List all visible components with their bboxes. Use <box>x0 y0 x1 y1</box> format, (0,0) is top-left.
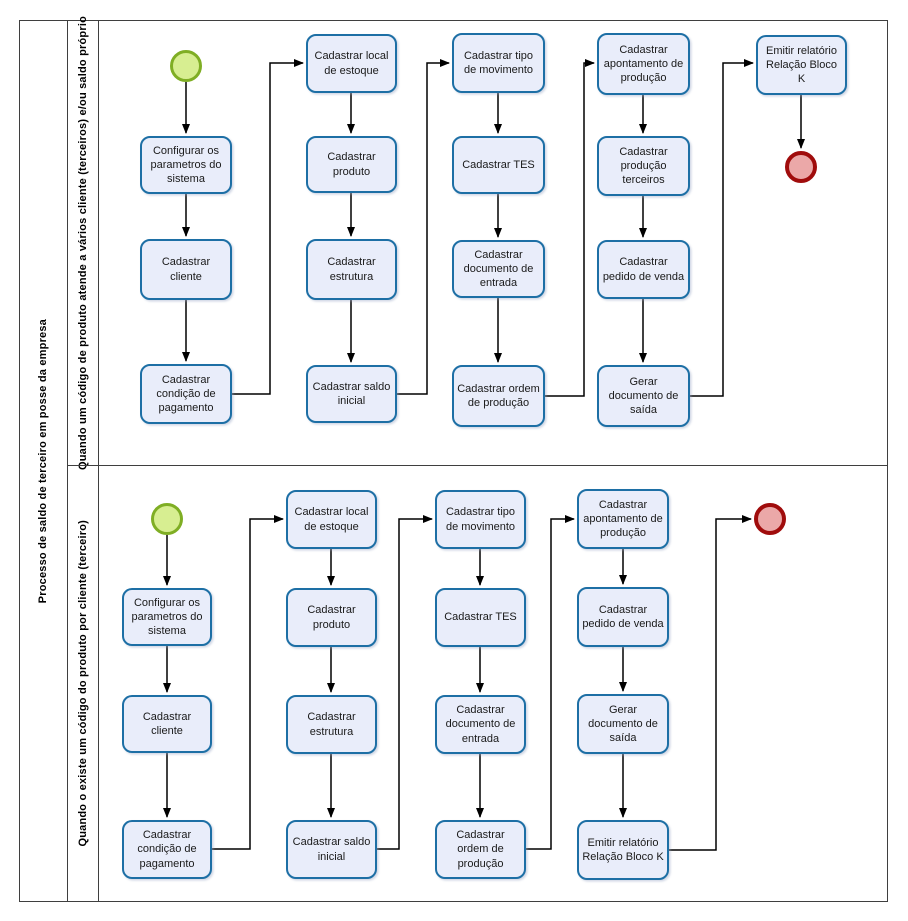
task-cadastrar-tipo-de-movimento: Cadastrar tipo de movimento <box>452 33 545 93</box>
task-cadastrar-pedido-de-venda: Cadastrar pedido de venda <box>577 587 669 647</box>
task-cadastrar-pedido-de-venda: Cadastrar pedido de venda <box>597 240 690 299</box>
task-configurar-os-parametros-do-sistema: Configurar os parametros do sistema <box>140 136 232 194</box>
task-cadastrar-apontamento-de-producao: Cadastrar apontamento de produção <box>577 489 669 549</box>
task-gerar-documento-de-saida: Gerar documento de saída <box>597 365 690 427</box>
task-cadastrar-ordem-de-producao: Cadastrar ordem de produção <box>452 365 545 427</box>
task-cadastrar-local-de-estoque: Cadastrar local de estoque <box>286 490 377 549</box>
task-cadastrar-estrutura: Cadastrar estrutura <box>306 239 397 300</box>
pool-header: Processo de saldo de terceiro em posse d… <box>19 20 68 902</box>
task-cadastrar-tipo-de-movimento: Cadastrar tipo de movimento <box>435 490 526 549</box>
task-emitir-relatorio-relacao-bloco-k: Emitir relatório Relação Bloco K <box>756 35 847 95</box>
task-configurar-os-parametros-do-sistema: Configurar os parametros do sistema <box>122 588 212 646</box>
task-cadastrar-saldo-inicial: Cadastrar saldo inicial <box>286 820 377 879</box>
lane-title-2: Quando o existe um código do produto por… <box>77 520 89 847</box>
lane-header-2: Quando o existe um código do produto por… <box>68 465 99 902</box>
task-cadastrar-tes: Cadastrar TES <box>452 136 545 194</box>
task-cadastrar-cliente: Cadastrar cliente <box>122 695 212 753</box>
task-gerar-documento-de-saida: Gerar documento de saída <box>577 694 669 754</box>
start-event <box>151 503 183 535</box>
end-event <box>754 503 786 535</box>
pool-title: Processo de saldo de terceiro em posse d… <box>37 318 49 604</box>
task-cadastrar-tes: Cadastrar TES <box>435 588 526 647</box>
task-emitir-relatorio-relacao-bloco-k: Emitir relatório Relação Bloco K <box>577 820 669 880</box>
pool-border <box>19 20 888 902</box>
start-event <box>170 50 202 82</box>
task-cadastrar-condicao-de-pagamento: Cadastrar condição de pagamento <box>122 820 212 879</box>
lane-divider <box>68 465 888 466</box>
task-cadastrar-estrutura: Cadastrar estrutura <box>286 695 377 754</box>
task-cadastrar-produto: Cadastrar produto <box>286 588 377 647</box>
task-cadastrar-documento-de-entrada: Cadastrar documento de entrada <box>452 240 545 298</box>
task-cadastrar-cliente: Cadastrar cliente <box>140 239 232 300</box>
task-cadastrar-local-de-estoque: Cadastrar local de estoque <box>306 34 397 93</box>
task-cadastrar-saldo-inicial: Cadastrar saldo inicial <box>306 365 397 423</box>
end-event <box>785 151 817 183</box>
task-cadastrar-condicao-de-pagamento: Cadastrar condição de pagamento <box>140 364 232 424</box>
lane-header-1: Quando um código de produto atende a vár… <box>68 16 99 470</box>
lane-title-1: Quando um código de produto atende a vár… <box>77 15 89 470</box>
task-cadastrar-producao-terceiros: Cadastrar produção terceiros <box>597 136 690 196</box>
task-cadastrar-documento-de-entrada: Cadastrar documento de entrada <box>435 695 526 754</box>
task-cadastrar-apontamento-de-producao: Cadastrar apontamento de produção <box>597 33 690 95</box>
task-cadastrar-ordem-de-producao: Cadastrar ordem de produção <box>435 820 526 879</box>
task-cadastrar-produto: Cadastrar produto <box>306 136 397 193</box>
